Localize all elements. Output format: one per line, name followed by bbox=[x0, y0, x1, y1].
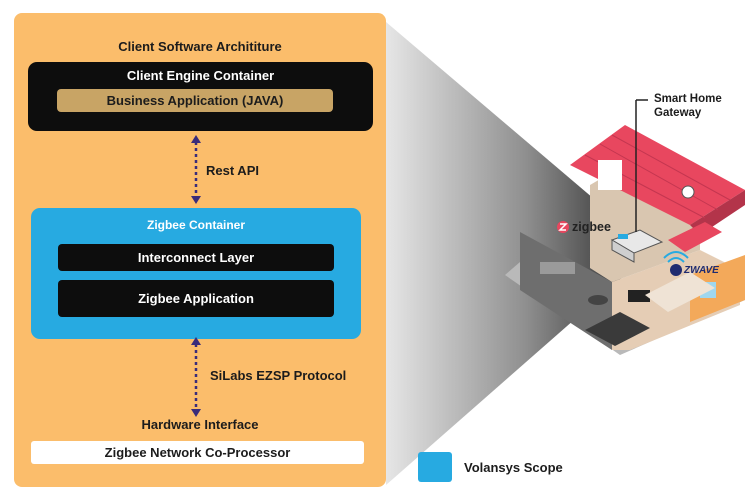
legend-swatch bbox=[418, 452, 452, 482]
business-application-bar: Business Application (JAVA) bbox=[57, 89, 333, 112]
ezsp-arrow-up bbox=[191, 337, 201, 345]
legend: Volansys Scope bbox=[418, 452, 563, 482]
zigbee-application-bar: Zigbee Application bbox=[58, 280, 334, 317]
panel-title: Client Software Archititure bbox=[118, 39, 282, 54]
zwave-logo-text: ZWAVE bbox=[684, 265, 719, 276]
zigbee-logo-text: zigbee bbox=[572, 220, 611, 234]
house-roof-left bbox=[570, 125, 745, 225]
house-left-interior bbox=[520, 232, 612, 350]
zwave-signal-icon bbox=[667, 257, 685, 263]
interconnect-layer-bar: Interconnect Layer bbox=[58, 244, 334, 271]
coprocessor-bar: Zigbee Network Co-Processor bbox=[31, 441, 364, 464]
rest-api-arrow-down bbox=[191, 196, 201, 204]
table-icon bbox=[588, 295, 608, 305]
zigbee-container-title: Zigbee Container bbox=[146, 218, 245, 232]
zigbee-container: Zigbee Container Interconnect Layer Zigb… bbox=[31, 208, 361, 339]
architecture-panel: Client Software Archititure Client Engin… bbox=[14, 13, 386, 487]
house-chimney bbox=[598, 160, 622, 190]
kitchen-counter bbox=[540, 262, 575, 274]
rest-api-arrow-up bbox=[191, 135, 201, 143]
legend-label: Volansys Scope bbox=[464, 459, 563, 475]
gateway-blue-led bbox=[618, 234, 628, 239]
zwave-logo-icon bbox=[670, 264, 682, 276]
ezsp-arrow-down bbox=[191, 409, 201, 417]
sofa-icon bbox=[585, 312, 650, 346]
house-right-wall bbox=[690, 255, 745, 322]
bathroom-floor bbox=[645, 272, 715, 312]
rest-api-label: Rest API bbox=[206, 163, 259, 178]
hardware-interface-title: Hardware Interface bbox=[141, 417, 259, 432]
satellite-dish-icon bbox=[681, 185, 695, 199]
client-engine-container: Client Engine Container Business Applica… bbox=[28, 62, 373, 131]
gateway-device-side bbox=[611, 239, 635, 263]
gateway-label: Smart Home Gateway bbox=[654, 93, 722, 119]
ezsp-protocol-label: SiLabs EZSP Protocol bbox=[210, 368, 347, 383]
client-engine-title: Client Engine Container bbox=[126, 68, 275, 83]
tv-icon bbox=[628, 290, 650, 302]
bed-icon bbox=[668, 222, 722, 252]
